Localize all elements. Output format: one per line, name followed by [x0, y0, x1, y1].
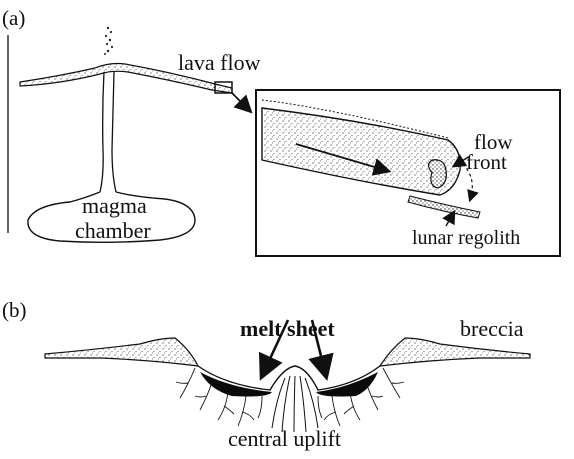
breccia-right — [380, 338, 530, 366]
chamber-label: chamber — [75, 220, 151, 242]
melt-sheet-left — [200, 372, 272, 397]
lava-flow-label: lava flow — [178, 52, 260, 74]
panel-a-label: (a) — [2, 8, 25, 29]
central-uplift-label: central uplift — [228, 428, 341, 450]
central-peak — [270, 366, 318, 390]
panel-b-label: (b) — [2, 300, 27, 321]
feeder-dike-left — [100, 72, 104, 192]
magma-label: magma — [82, 195, 147, 217]
fractures-right — [318, 368, 404, 426]
front-label: front — [466, 152, 507, 173]
feeder-dike-right — [112, 72, 116, 192]
breccia-label: breccia — [460, 318, 524, 340]
flow-front-blob — [429, 160, 447, 188]
lunar-regolith-label: lunar regolith — [412, 228, 520, 248]
inset-pointer-arrow — [232, 93, 250, 111]
melt-sheet-label: melt sheet — [240, 318, 335, 340]
breccia-left — [45, 338, 198, 366]
vent-spray — [104, 27, 113, 55]
fractures-left — [176, 368, 262, 426]
